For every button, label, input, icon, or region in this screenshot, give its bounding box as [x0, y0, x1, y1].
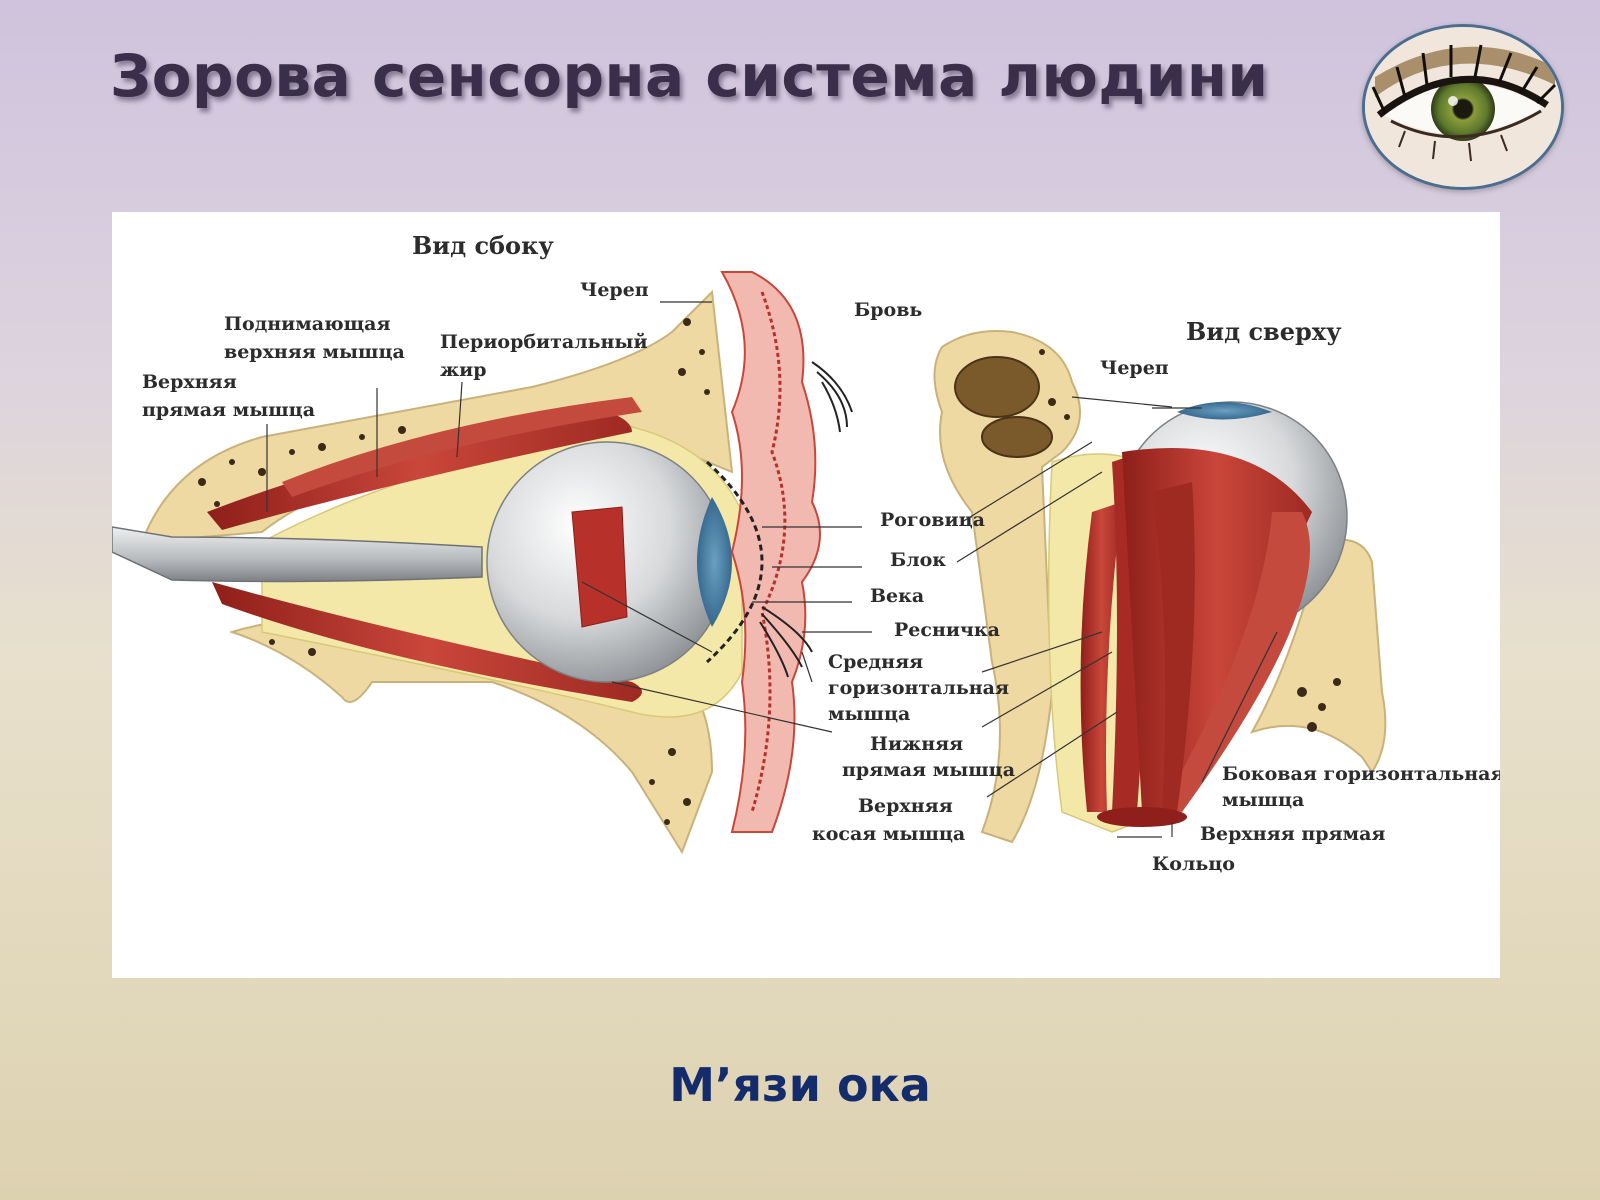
superior-rectus-muscle — [207, 407, 632, 530]
skull-bone-top — [933, 330, 1081, 844]
tendon-ring — [1097, 807, 1187, 827]
slide-title: Зорова сенсорна система людини — [110, 42, 1269, 110]
lateral-rectus-muscle — [571, 506, 628, 628]
label-levator-2: верхняя мышца — [224, 341, 405, 363]
label-eyelids: Века — [870, 585, 924, 607]
label-superior-rectus-top: Верхняя прямая — [1200, 823, 1385, 845]
eye-muscles-diagram: Вид сбоку Череп Бровь Поднимающая верхня… — [112, 212, 1500, 978]
inferior-rectus-top — [1152, 482, 1195, 812]
side-view-heading: Вид сбоку — [412, 231, 554, 260]
slide-caption: М’язи ока — [669, 1058, 931, 1112]
label-inferior-rectus-1: Нижняя — [870, 733, 963, 755]
label-fat-2: жир — [440, 359, 487, 381]
top-view: Вид сверху Череп Роговица Блок Века Ресн… — [812, 317, 1500, 875]
levator-muscle — [282, 397, 642, 497]
label-ring: Кольцо — [1152, 853, 1235, 875]
label-lateral-1: Боковая горизонтальная — [1222, 763, 1500, 785]
eyelash-icon — [759, 606, 813, 678]
label-lateral-2: мышца — [1222, 789, 1304, 811]
sinus-lower — [981, 416, 1053, 458]
side-view: Вид сбоку Череп Бровь Поднимающая верхня… — [112, 231, 922, 855]
eyelid-skin — [720, 271, 821, 833]
label-medial-1: Средняя — [828, 651, 923, 673]
label-skull-top: Череп — [1100, 357, 1169, 379]
label-fat-1: Периорбитальный — [440, 331, 648, 353]
optic-nerve — [112, 526, 483, 583]
cornea — [697, 497, 732, 627]
label-skull-side: Череп — [580, 279, 649, 301]
cornea-top — [1177, 402, 1272, 420]
lateral-orbit-bone — [1249, 538, 1387, 774]
label-trochlea: Блок — [890, 549, 946, 571]
label-medial-2: горизонтальная — [828, 677, 1009, 699]
label-superior-rectus-1: Верхняя — [142, 371, 237, 393]
label-inferior-rectus-2: прямая мышца — [842, 759, 1015, 781]
eye-icon — [1362, 24, 1564, 190]
label-cornea: Роговица — [880, 509, 985, 531]
medial-rectus-top — [1080, 502, 1122, 812]
lateral-rectus-top — [1162, 512, 1310, 812]
label-levator-1: Поднимающая — [224, 313, 390, 335]
label-superior-oblique-1: Верхняя — [858, 795, 953, 817]
label-superior-oblique-2: косая мышца — [812, 823, 965, 845]
brow-hair — [811, 361, 853, 433]
label-brow: Бровь — [854, 299, 922, 321]
top-view-heading: Вид сверху — [1186, 317, 1342, 346]
label-medial-3: мышца — [828, 703, 910, 725]
inferior-rectus-muscle — [212, 582, 642, 702]
sinus-upper — [954, 356, 1040, 418]
label-eyelash: Ресничка — [894, 619, 1000, 641]
label-superior-rectus-2: прямая мышца — [142, 399, 315, 421]
